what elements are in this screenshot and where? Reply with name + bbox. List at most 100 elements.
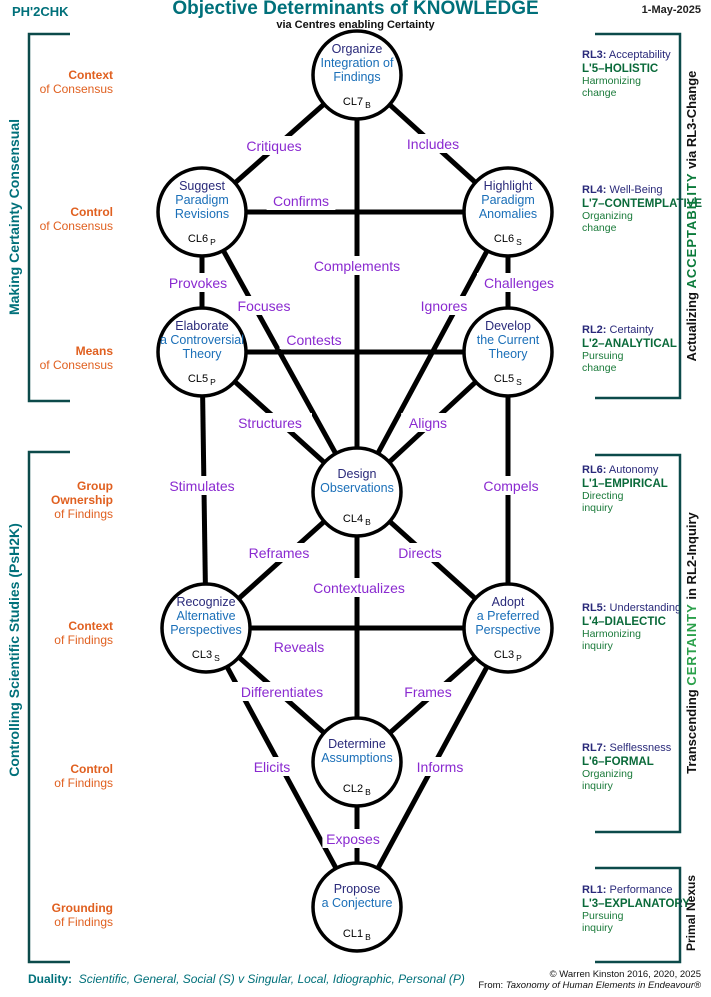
edge-label: Critiques (246, 138, 301, 154)
right-bracket-bottom (595, 866, 682, 964)
edge-label-bg (401, 413, 455, 432)
edge-label: Compels (483, 478, 538, 494)
node-code: CL6 (188, 233, 208, 245)
brackets (27, 32, 682, 964)
edge-label: Frames (404, 684, 451, 700)
edge-label: Focuses (238, 298, 291, 314)
edge-label-bg (266, 191, 336, 210)
edge-label: Contextualizes (313, 580, 405, 596)
node-circle (311, 861, 403, 953)
edge-label: Directs (398, 545, 442, 561)
node-circle (156, 166, 248, 258)
node-text: Revisions (175, 207, 229, 221)
edge-label-bg (389, 543, 451, 562)
node-text: Assumptions (321, 751, 393, 765)
node-code-sub: B (365, 100, 371, 110)
node-text: Observations (320, 481, 394, 495)
right-label-rl1: RL1: Performance L'3–EXPLANATORY Pursuin… (582, 884, 690, 934)
node-text: a Conjecture (322, 896, 393, 910)
node-text: Elaborate (175, 319, 229, 333)
node-text: Highlight (484, 179, 533, 193)
edge-label-bg (311, 256, 403, 275)
node-code-sub: S (516, 377, 522, 387)
header-code: PH'2CHK (12, 4, 69, 19)
node-circle (311, 29, 403, 121)
node-text: Suggest (179, 179, 225, 193)
node-text: Theory (183, 347, 223, 361)
edge-label: Aligns (409, 415, 447, 431)
node-text: the Current (477, 333, 540, 347)
edge-label: Elicits (254, 759, 291, 775)
edge-label: Reframes (249, 545, 310, 561)
node-text: Theory (489, 347, 529, 361)
left-bracket-top (27, 32, 70, 403)
node-text: Perspective (475, 623, 540, 637)
node-code-sub: P (210, 237, 216, 247)
node-code-sub: B (365, 517, 371, 527)
node-text: Design (338, 467, 377, 481)
edge-label-bg (409, 757, 471, 776)
node-text: a Preferred (477, 609, 540, 623)
header-date: 1-May-2025 (641, 4, 701, 16)
node-code-sub: B (365, 932, 371, 942)
node-circle (311, 716, 403, 808)
edge-label-bg (301, 578, 417, 597)
edge-label-bg (322, 829, 384, 848)
node-code: CL5 (494, 373, 514, 385)
node-text: Integration of (321, 56, 394, 70)
edge-label-bg (160, 476, 244, 495)
node-code: CL7 (343, 96, 363, 108)
node-text: Paradigm (175, 193, 229, 207)
edge-label: Stimulates (169, 478, 234, 494)
node-circle (462, 306, 554, 398)
node-code: CL6 (494, 233, 514, 245)
node-text: Recognize (176, 595, 235, 609)
edge-label-bg (241, 757, 303, 776)
edge-label-bg (228, 413, 312, 432)
node-text: Paradigm (481, 193, 535, 207)
node-code-sub: P (516, 653, 522, 663)
edge-label: Challenges (484, 275, 554, 291)
right-bracket-mid (595, 453, 682, 834)
node-text: Anomalies (479, 207, 537, 221)
node-code-sub: S (516, 237, 522, 247)
node-code-sub: B (365, 787, 371, 797)
edge-label-bg (233, 296, 295, 315)
edge-label-bg (163, 273, 233, 292)
left-bracket-bottom (27, 450, 70, 964)
right-label-rl3: RL3: Acceptability L'5–HOLISTIC Harmoniz… (582, 49, 671, 99)
node-text: Perspectives (170, 623, 242, 637)
node-circle (462, 582, 554, 674)
node-code-sub: P (210, 377, 216, 387)
node-text: Determine (328, 737, 386, 751)
edge-label-bg (268, 637, 330, 656)
node-circle (462, 166, 554, 258)
node-code: CL3 (494, 649, 514, 661)
right-bracket-top (595, 32, 682, 400)
node-code: CL4 (343, 513, 363, 525)
edge-label: Contests (286, 332, 341, 348)
node-code: CL1 (343, 928, 363, 940)
edge-label-bg (480, 476, 542, 495)
edge-label: Ignores (421, 298, 468, 314)
node-text: Organize (332, 42, 383, 56)
